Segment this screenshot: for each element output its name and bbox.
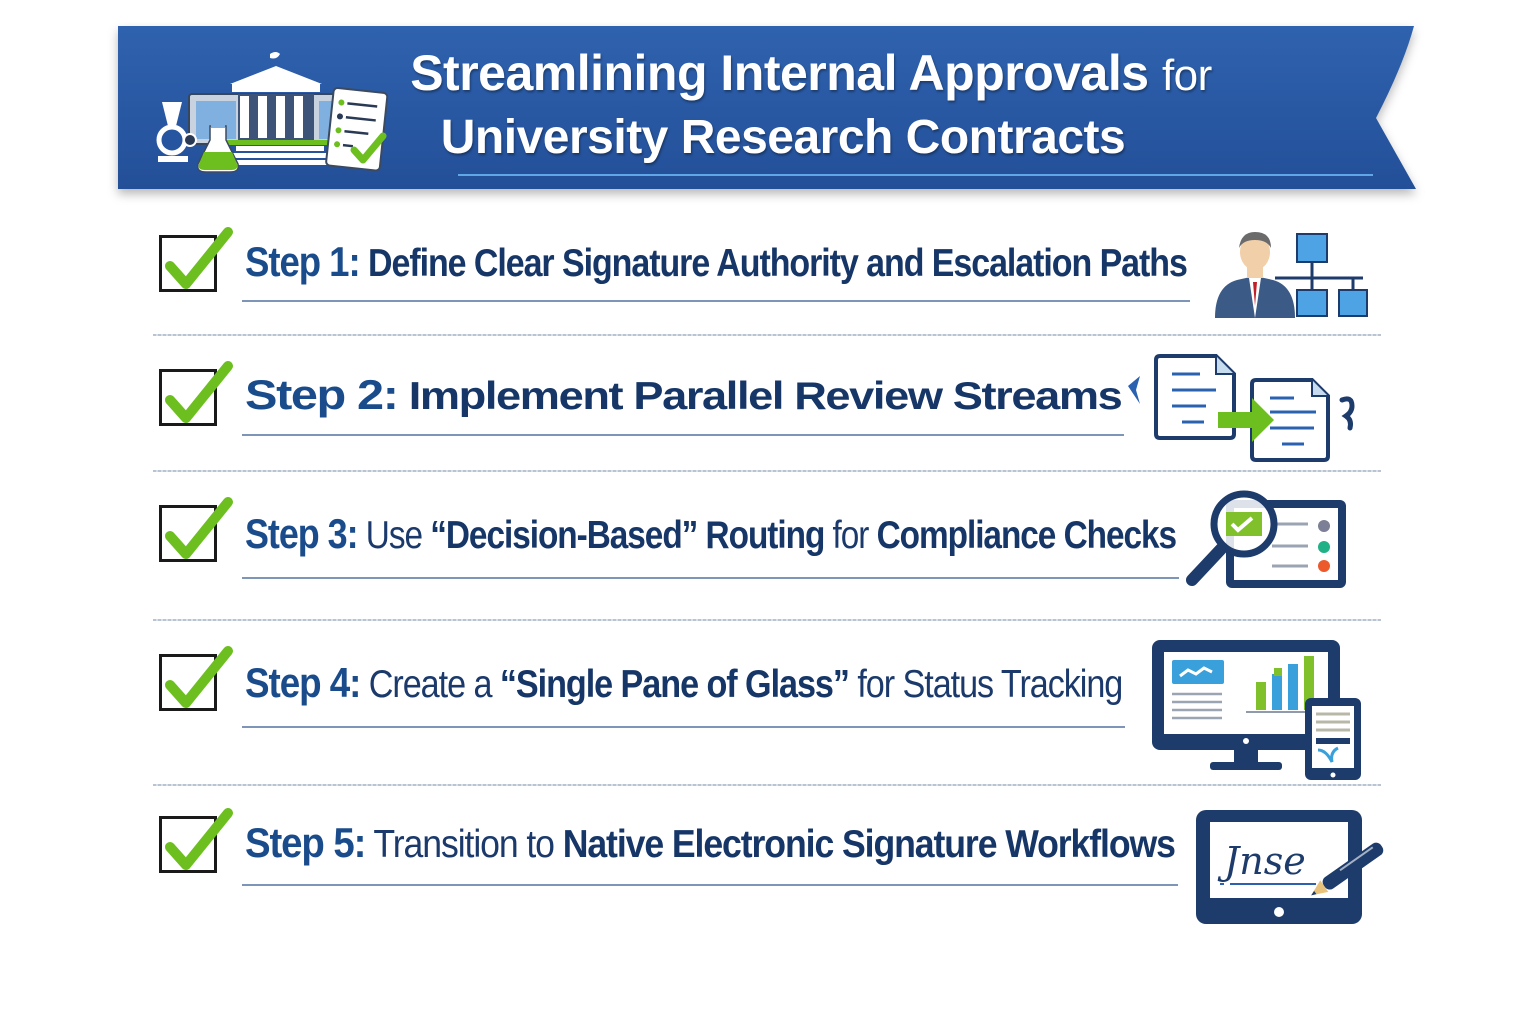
step-text-segment-bold: “Decision-Based”	[430, 514, 698, 557]
step-title: Implement Parallel Review Streams	[408, 375, 1123, 418]
section-divider	[153, 334, 1381, 336]
step-number: Step 4:	[245, 659, 361, 706]
dashboard-monitor-tablet-icon	[1152, 640, 1361, 780]
title-banner: Streamlining Internal Approvals for Univ…	[118, 26, 1416, 189]
step-text-segment: Create a	[368, 663, 500, 706]
green-check-icon	[165, 808, 233, 870]
section-divider	[153, 619, 1381, 621]
title-light-text: for	[1161, 51, 1212, 100]
signature-text: Jnse	[1217, 839, 1306, 883]
magnifier-checklist-icon	[1186, 490, 1346, 588]
step-underline	[242, 577, 1179, 579]
step-underline	[242, 726, 1125, 728]
green-check-icon	[165, 646, 233, 708]
step-number: Step 5:	[245, 819, 366, 866]
step-text-segment: Transition to	[373, 823, 563, 866]
step-underline	[242, 884, 1178, 886]
tablet-signature-pen-icon: Jnse	[1196, 810, 1384, 924]
person-org-chart-icon	[1215, 232, 1368, 318]
banner-title-line-1: Streamlining Internal Approvals for	[206, 44, 1416, 102]
step-underline	[242, 300, 1190, 302]
checkbox-checked[interactable]	[159, 227, 233, 292]
step-text-segment-bold: Routing	[705, 514, 826, 557]
step-4-text: Step 4: Create a “Single Pane of Glass” …	[245, 659, 1123, 707]
step-number: Step 3:	[245, 510, 359, 557]
section-divider	[153, 470, 1381, 472]
green-check-icon	[165, 497, 233, 559]
checkbox-checked[interactable]	[159, 497, 233, 562]
title-bold-text: Streamlining Internal Approvals	[410, 45, 1149, 101]
step-number: Step 2:	[245, 371, 399, 418]
documents-transfer-icon	[1128, 354, 1355, 462]
banner-ribbon-shape	[118, 26, 1416, 189]
step-1-text: Step 1: Define Clear Signature Authority…	[245, 238, 1188, 286]
green-check-icon	[165, 227, 233, 289]
step-2-text: Step 2: Implement Parallel Review Stream…	[245, 371, 1123, 419]
step-title: Define Clear Signature Authority and Esc…	[368, 242, 1188, 285]
checkbox-checked[interactable]	[159, 646, 233, 711]
step-3-text: Step 3: Use “Decision-Based” Routing for…	[245, 510, 1177, 558]
university-lab-checklist-icon	[156, 52, 389, 173]
step-text-segment-bold: Native Electronic Signature Workflows	[562, 823, 1176, 866]
step-text-segment-bold: “Single Pane of Glass”	[499, 663, 850, 706]
step-text-segment: for Status Tracking	[848, 663, 1123, 706]
step-text-segment: Use	[365, 514, 431, 557]
step-number: Step 1:	[245, 238, 361, 285]
step-5-text: Step 5: Transition to Native Electronic …	[245, 819, 1176, 867]
green-check-icon	[165, 361, 233, 423]
step-text-segment: for	[824, 514, 877, 557]
banner-underline	[458, 174, 1373, 176]
step-text-segment	[697, 514, 705, 557]
checkbox-checked[interactable]	[159, 361, 233, 426]
checkbox-checked[interactable]	[159, 808, 233, 873]
banner-title-line-2: University Research Contracts	[440, 111, 1126, 164]
step-underline	[242, 434, 1124, 436]
step-text-segment-bold: Compliance Checks	[876, 514, 1177, 557]
section-divider	[153, 784, 1381, 786]
